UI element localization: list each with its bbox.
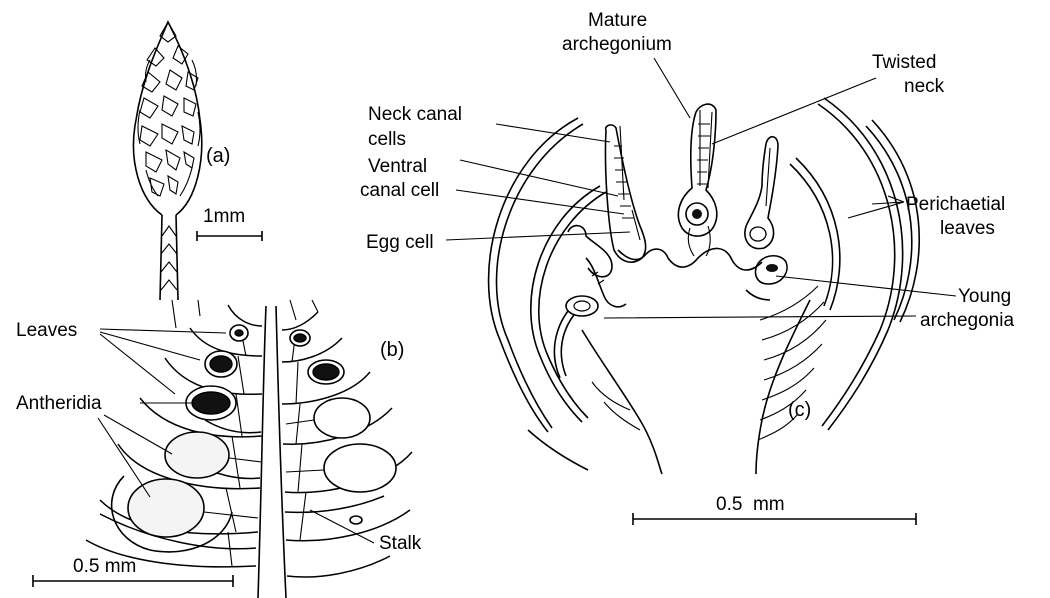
antheridia-label: Antheridia xyxy=(16,393,102,414)
egg-cell-label: Egg cell xyxy=(366,232,434,253)
panel-a-scale-label: 1mm xyxy=(203,206,245,227)
mature-archegonium-label-line1: Mature xyxy=(588,10,647,31)
ventral-canal-cell-label-line1: Ventral xyxy=(368,156,427,177)
perichaetial-leaves-pointer-lines xyxy=(848,196,904,218)
stalk-label: Stalk xyxy=(379,533,422,554)
panel-a-scale-bar xyxy=(197,231,262,241)
mature-archegonium-label-line2: archegonium xyxy=(562,34,672,55)
panel-b-antheridial-head xyxy=(86,300,412,598)
perichaetial-leaves-label-line2: leaves xyxy=(940,218,995,239)
twisted-neck-label-line1: Twisted xyxy=(872,52,936,73)
panel-b-scale-label: 0.5 mm xyxy=(73,556,136,577)
leaves-label: Leaves xyxy=(16,320,77,341)
young-archegonia-label-line2: archegonia xyxy=(920,310,1014,331)
perichaetial-leaves-label-line1: Perichaetial xyxy=(906,194,1005,215)
ventral-canal-cell-label-line2: canal cell xyxy=(360,180,439,201)
egg-cell-pointer-line xyxy=(446,232,630,240)
young-archegonia-label-line1: Young xyxy=(958,286,1011,307)
stalk-pointer-line xyxy=(310,510,374,543)
panel-c-scale-label: 0.5 mm xyxy=(716,494,785,515)
neck-canal-cells-pointer-line xyxy=(496,124,610,142)
panel-c-label: (c) xyxy=(788,399,811,421)
neck-canal-cells-label-line1: Neck canal xyxy=(368,104,462,125)
panel-a-label: (a) xyxy=(206,145,230,167)
panel-b-label: (b) xyxy=(380,339,404,361)
panel-c-archegonial-head xyxy=(489,98,920,474)
neck-canal-cells-label-line2: cells xyxy=(368,129,406,150)
twisted-neck-label-line2: neck xyxy=(904,76,945,97)
mature-archegonium-pointer-line xyxy=(654,58,690,118)
panel-a-shoot-drawing xyxy=(134,22,202,300)
